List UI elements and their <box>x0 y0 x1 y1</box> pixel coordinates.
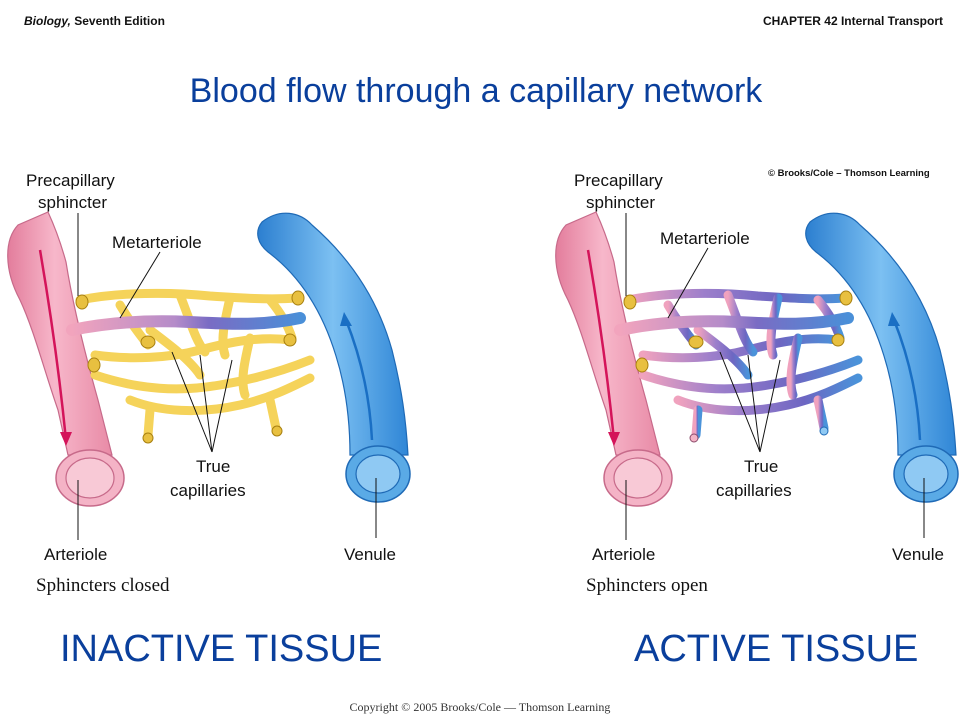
true-capillaries-label-line2: capillaries <box>170 481 246 500</box>
precapillary-label-line2: sphincter <box>586 193 655 212</box>
chapter-header: CHAPTER 42 Internal Transport <box>762 14 943 28</box>
book-header: Biology, Seventh Edition <box>24 14 165 28</box>
arteriole-label: Arteriole <box>592 545 655 564</box>
flow-arrow-icon <box>608 432 620 446</box>
copyright-footer: Copyright © 2005 Brooks/Cole — Thomson L… <box>349 700 611 714</box>
active-tissue-label: ACTIVE TISSUE <box>634 628 919 670</box>
arteriole-label: Arteriole <box>44 545 107 564</box>
metarteriole-active <box>614 312 854 336</box>
publisher-credit: © Brooks/Cole – Thomson Learning <box>768 168 930 179</box>
inactive-tissue-panel: Precapillary sphincter Metarteriole True… <box>6 171 411 596</box>
flow-arrow-icon <box>888 312 900 326</box>
sphincters-state-caption: Sphincters closed <box>36 575 170 596</box>
true-capillaries-active <box>623 288 863 440</box>
flow-arrow-icon <box>38 249 68 441</box>
inactive-tissue-label: INACTIVE TISSUE <box>60 628 383 670</box>
precapillary-sphincters-active <box>623 290 853 373</box>
slide-title: Blood flow through a capillary network <box>189 72 763 110</box>
flow-arrow-icon <box>344 319 374 441</box>
true-capillaries-label-line1: True <box>744 457 778 476</box>
flow-arrow-icon <box>892 319 922 441</box>
true-capillaries-inactive <box>75 288 315 440</box>
flow-arrow-icon <box>340 312 352 326</box>
sphincters-state-caption: Sphincters open <box>586 575 708 596</box>
metarteriole-label: Metarteriole <box>112 233 202 252</box>
active-tissue-panel: Precapillary sphincter Metarteriole True… <box>554 168 959 596</box>
precapillary-label-line1: Precapillary <box>26 171 115 190</box>
precapillary-label-line2: sphincter <box>38 193 107 212</box>
venule-label: Venule <box>892 545 944 564</box>
precapillary-sphincters-inactive <box>75 290 305 444</box>
precapillary-label-line1: Precapillary <box>574 171 663 190</box>
book-edition: Seventh Edition <box>70 14 165 28</box>
flow-arrow-icon <box>60 432 72 446</box>
book-title: Biology, <box>24 14 71 28</box>
true-capillaries-label-line2: capillaries <box>716 481 792 500</box>
venule-label: Venule <box>344 545 396 564</box>
metarteriole-inactive <box>66 312 306 336</box>
true-capillaries-label-line1: True <box>196 457 230 476</box>
flow-arrow-icon <box>586 249 616 441</box>
capillary-diagram: Precapillary sphincter Metarteriole True… <box>6 168 959 596</box>
metarteriole-label: Metarteriole <box>660 229 750 248</box>
